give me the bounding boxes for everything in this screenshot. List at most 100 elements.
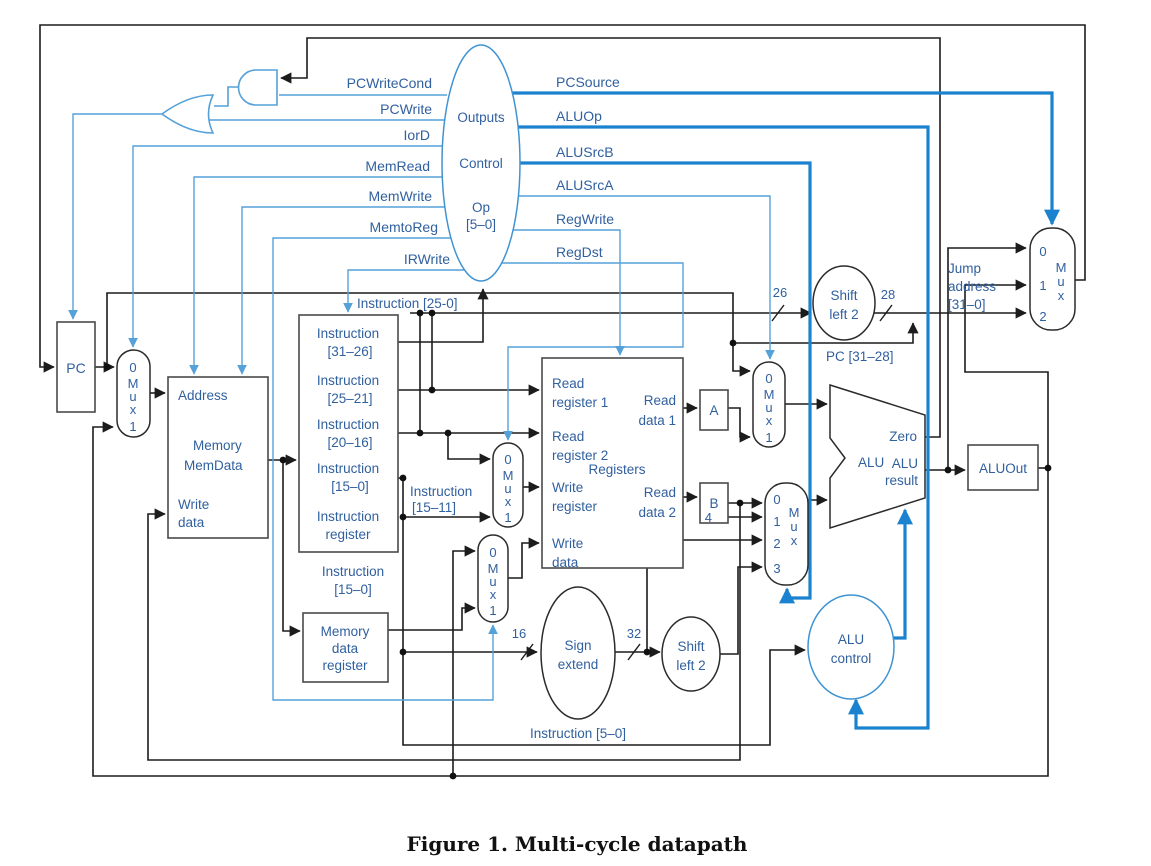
regdst-mux-1: 1: [504, 510, 511, 525]
alu-name-label: ALU: [858, 455, 884, 470]
jump-address-label-l2: address: [948, 279, 996, 294]
shiftl2b-l1: Shift: [677, 639, 704, 654]
register-file: Read register 1 Read register 2 Register…: [541, 357, 684, 570]
alusrcb-mux-2: 2: [773, 536, 780, 551]
signal-aluop: ALUOp: [556, 108, 602, 124]
ir-title-l2: register: [325, 527, 371, 542]
pcsource-mux-x: x: [1058, 288, 1065, 303]
wire-memtoregmux-writedata: [508, 537, 540, 579]
regdst-mux-0: 0: [504, 452, 511, 467]
wire-alusrca: [518, 195, 775, 360]
signextend-l1: Sign: [564, 638, 591, 653]
signal-memtoreg: MemtoReg: [370, 219, 438, 235]
or-gate-icon: [160, 94, 215, 134]
wire-shift-muxb3: [720, 561, 763, 655]
alusrcb-mux-m: M: [789, 505, 800, 520]
ir-field-15-0-l2: [15–0]: [331, 479, 369, 494]
control-right-signal-labels: PCSource ALUOp ALUSrcB ALUSrcA RegWrite …: [556, 74, 620, 260]
wire-aluout-iordmux1: [92, 421, 1049, 777]
instruction-register: Instruction [31–26] Instruction [25–21] …: [298, 314, 399, 553]
control-unit: Outputs Control Op [5–0] PCWriteCond PCW…: [347, 44, 620, 282]
wire-alucontrol-to-alu: [893, 508, 913, 640]
aluout-register: ALUOut: [967, 444, 1039, 491]
pcsource-mux: 0 1 2 M u x: [1029, 227, 1076, 331]
jump-address-label-l1: Jump: [948, 261, 981, 276]
wire-aluresult-pcmux0: [947, 242, 1027, 470]
bus-instr-15-11-label-l1: Instruction: [410, 484, 472, 499]
signal-alusrcb: ALUSrcB: [556, 144, 614, 160]
control-outputs-label: Outputs: [457, 110, 505, 125]
alu-control-unit: ALU control: [807, 594, 895, 700]
wire-pcmux-to-pc: [39, 24, 1086, 373]
wire-op-to-control: [398, 288, 489, 343]
signal-alusrca: ALUSrcA: [556, 177, 614, 193]
pcsource-mux-0: 0: [1039, 244, 1046, 259]
signal-regdst: RegDst: [556, 244, 603, 260]
signal-iord: IorD: [404, 127, 430, 143]
alusrca-mux-u: u: [765, 400, 772, 415]
alucontrol-l2: control: [831, 651, 872, 666]
control-wires: [68, 91, 1060, 730]
iord-mux: 0 M u x 1: [116, 349, 151, 438]
wire-pcsource: [512, 91, 1060, 226]
sign-extend-unit: Sign extend: [540, 586, 616, 720]
junction-dots: [103, 309, 1052, 780]
pc-register: PC: [56, 321, 96, 413]
bus-instr-15-0-label-l1: Instruction: [322, 564, 384, 579]
memtoreg-mux-m: M: [488, 561, 499, 576]
black-wires: [39, 24, 1086, 780]
and-gate-icon: [237, 69, 278, 106]
memtoreg-mux-1: 1: [489, 603, 496, 618]
wire-aluout-pcmux1: [964, 279, 1049, 468]
ir-field-20-16-l1: Instruction: [317, 417, 379, 432]
alusrca-mux-x: x: [766, 413, 773, 428]
wire-or-to-pc: [68, 113, 162, 320]
rf-readdata1-l1: Read: [644, 393, 676, 408]
rf-writedata-l2: data: [552, 555, 579, 570]
wire-memwrite: [237, 206, 445, 375]
alusrcb-mux-3: 3: [773, 561, 780, 576]
alu-result-l2: result: [885, 473, 918, 488]
signal-memread: MemRead: [365, 158, 430, 174]
regdst-mux-u: u: [504, 481, 511, 496]
iord-mux-u: u: [129, 389, 136, 404]
alucontrol-l1: ALU: [838, 632, 864, 647]
rf-title: Registers: [588, 462, 645, 477]
alusrcb-mux-x: x: [791, 533, 798, 548]
const-4-label: 4: [705, 510, 712, 525]
memory-unit: Address Memory MemData Write data: [167, 376, 269, 539]
memory-title: Memory: [193, 438, 242, 453]
alusrca-mux: 0 M u x 1: [752, 361, 786, 448]
b-register: B: [699, 482, 729, 524]
ir-field-31-26-l2: [31–26]: [327, 344, 372, 359]
shift-left2-bottom: Shift left 2: [661, 616, 721, 692]
regdst-mux: 0 M u x 1: [492, 442, 524, 528]
shiftl2t-l2: left 2: [829, 307, 858, 322]
mdr-l3: register: [322, 658, 368, 673]
wire-a-muxa1: [728, 407, 751, 443]
memtoreg-mux-x: x: [490, 587, 497, 602]
a-label: A: [709, 403, 718, 418]
signal-pcwrite: PCWrite: [380, 101, 432, 117]
wire-memread: [189, 176, 443, 375]
regdst-mux-x: x: [505, 494, 512, 509]
ir-field-20-16-l2: [20–16]: [327, 435, 372, 450]
rf-readdata2-l1: Read: [644, 485, 676, 500]
rf-writereg-l1: Write: [552, 480, 583, 495]
memory-data-register: Memory data register: [302, 612, 389, 683]
mdr-l2: data: [332, 641, 359, 656]
memtoreg-mux-u: u: [489, 574, 496, 589]
gates: [160, 69, 278, 134]
control-left-signal-labels: PCWriteCond PCWrite IorD MemRead MemWrit…: [347, 75, 451, 267]
rf-readdata2-l2: data 2: [638, 505, 676, 520]
bus-width-slashes: [520, 304, 893, 661]
jump-address-label-l3: [31–0]: [948, 297, 986, 312]
memory-writedata-port-1: Write: [178, 497, 209, 512]
wire-memtoreg: [272, 237, 498, 701]
signextend-l2: extend: [558, 657, 599, 672]
wire-alusrcb: [516, 161, 812, 604]
wire-aluop: [517, 125, 930, 730]
shiftl2t-l1: Shift: [830, 288, 857, 303]
alu-zero-label: Zero: [889, 429, 917, 444]
